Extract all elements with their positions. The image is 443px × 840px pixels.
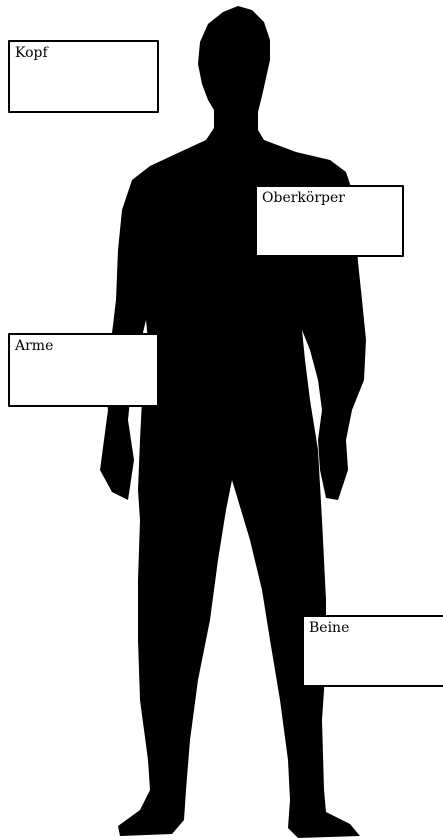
arms-label-box[interactable]: Arme — [8, 333, 159, 407]
arms-label: Arme — [15, 339, 53, 354]
head-label-box[interactable]: Kopf — [8, 40, 159, 113]
head-label: Kopf — [15, 46, 48, 61]
legs-label: Beine — [309, 621, 349, 636]
legs-label-box[interactable]: Beine — [302, 615, 443, 687]
torso-label-box[interactable]: Oberkörper — [255, 185, 404, 257]
torso-label: Oberkörper — [262, 191, 345, 206]
